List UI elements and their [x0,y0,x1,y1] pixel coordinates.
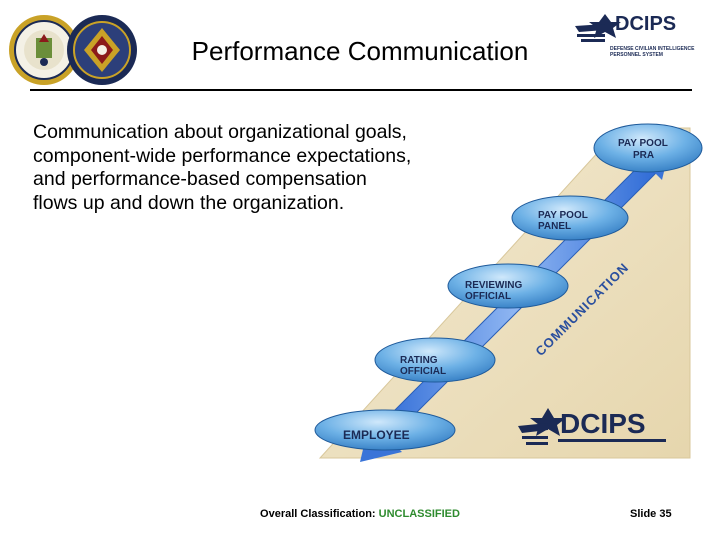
level-label: PRA [633,150,654,161]
logo-subtitle: DEFENSE CIVILIAN INTELLIGENCE PERSONNEL … [610,46,695,58]
level-label: OFFICIAL [400,366,446,377]
level-label: RATING [400,355,438,366]
slide-number: Slide 35 [630,508,672,520]
title-divider [30,89,692,91]
page-title: Performance Communication [191,36,529,66]
classification-footer: Overall Classification: UNCLASSIFIED [200,508,520,520]
level-label: REVIEWING [465,280,522,291]
dcips-logo-icon: DCIPS [575,4,695,84]
level-label: PAY POOL [538,210,588,221]
classification-label: Overall Classification: [260,508,376,520]
level-pay-pool-pra: PAY POOL PRA [593,123,703,173]
level-rating-official: RATING OFFICIAL [374,337,496,383]
level-label: PANEL [538,221,571,232]
level-pay-pool-panel: PAY POOL PANEL [511,195,629,241]
dcips-diagram-logo-icon: DCIPS [518,408,666,445]
classification-value: UNCLASSIFIED [378,508,460,520]
intelligence-seal-icon [66,14,138,86]
level-label: OFFICIAL [465,291,511,302]
level-reviewing-official: REVIEWING OFFICIAL [447,263,569,309]
communication-diagram: COMMUNICATION EMPLOYEE RATING OFFICIAL R… [300,108,710,498]
level-label: PAY POOL [618,138,668,149]
army-seal-icon [8,14,80,86]
level-label: EMPLOYEE [343,428,410,442]
level-employee: EMPLOYEE [314,409,456,451]
dcips-logo-text: DCIPS [615,13,676,35]
dcips-diagram-logo-text: DCIPS [560,408,646,439]
body-text: Communication about organizational goals… [33,121,412,214]
